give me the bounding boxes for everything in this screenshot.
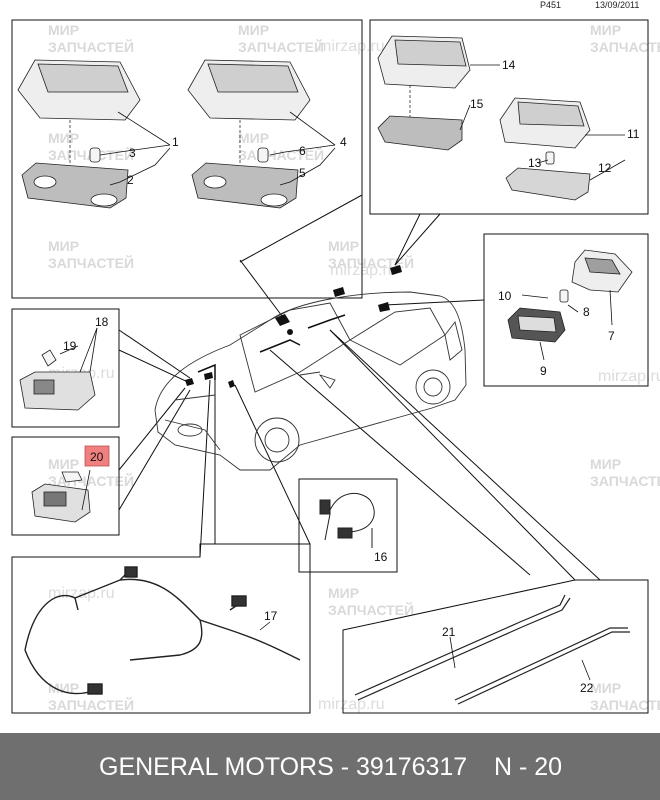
panel-wiring-harness [11, 543, 311, 714]
car-silhouette [154, 291, 467, 471]
callout-label: 1 [172, 135, 179, 149]
callout-label: 8 [583, 305, 590, 319]
callout-label: 12 [598, 161, 612, 175]
callout-label: 2 [127, 173, 134, 187]
callout-label: 16 [374, 550, 388, 564]
callout-label-highlighted: 20 [90, 450, 104, 464]
callout-label: 6 [299, 144, 306, 158]
callout-label: 17 [264, 609, 278, 623]
part-number-label: GENERAL MOTORS - 39176317 [99, 753, 468, 781]
highlight-marker [84, 445, 110, 467]
panel-door-lamp [11, 436, 120, 536]
panel-connector-harness [298, 478, 398, 573]
watermark-site: mirzap.ru [598, 368, 660, 385]
callout-label: 3 [129, 146, 136, 160]
panel-rear-lamps [369, 19, 649, 215]
panel-front-lamps [11, 19, 363, 299]
diagram-position-label: N - 20 [494, 753, 563, 781]
callout-label: 4 [340, 135, 347, 149]
glovebox-lamp-assembly [19, 349, 96, 411]
watermark-site: mirzap.ru [330, 262, 397, 279]
callout-label: 21 [442, 625, 456, 639]
callout-label: 7 [608, 329, 615, 343]
rear-lamp-assembly [377, 35, 591, 201]
diagram-date: 13/09/2011 [595, 0, 640, 10]
door-lamp-assembly [31, 471, 91, 523]
part-footer-bar: GENERAL MOTORS - 39176317 N - 20 [0, 733, 660, 800]
main-wiring-harness [24, 566, 301, 695]
parts-diagram: 1 2 3 4 5 6 7 8 9 10 11 12 13 14 15 16 1… [11, 19, 649, 714]
panel-glovebox-lamp [11, 308, 120, 428]
callout-label: 9 [540, 364, 547, 378]
watermark-site: mirzap.ru [318, 38, 385, 55]
watermark-site: mirzap.ru [318, 696, 385, 713]
callout-label: 15 [470, 97, 484, 111]
callout-label: 10 [498, 289, 512, 303]
lamp-position-marks [185, 265, 402, 388]
dome-lamp-assembly [17, 59, 141, 209]
dome-lamp-assembly [187, 59, 311, 209]
page-code: P451 [540, 0, 562, 10]
panel-cargo-lamp [483, 233, 649, 387]
cargo-lamp-assembly [507, 249, 633, 343]
car-wiring [197, 314, 346, 380]
trim-strips [354, 594, 630, 705]
callout-label: 11 [627, 127, 640, 141]
callout-label: 18 [95, 315, 109, 329]
callout-label: 19 [63, 339, 77, 353]
panel-trim-strips [342, 579, 649, 714]
callout-label: 22 [580, 681, 594, 695]
callout-label: 14 [502, 58, 516, 72]
callout-label: 5 [299, 166, 306, 180]
connector-harness [319, 492, 375, 548]
callout-label: 13 [528, 156, 542, 170]
